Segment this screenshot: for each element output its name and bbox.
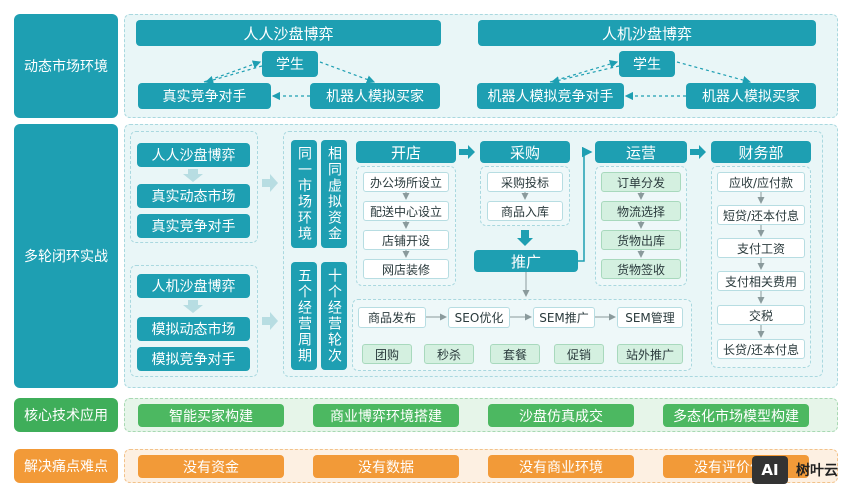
stage-finance-item-3: 支付工资 (717, 238, 805, 258)
vertical-five-cycles: 五个经营周期 (291, 262, 317, 370)
left-group-1-down-arrow (183, 169, 203, 182)
student-right: 学生 (619, 51, 675, 77)
top-right-title: 人机沙盘博弈 (478, 20, 816, 46)
promo-item-4: 促销 (554, 344, 604, 364)
stage-operation-item-4: 货物签收 (601, 259, 681, 279)
stage-operation-item-2: 物流选择 (601, 201, 681, 221)
left-group-1-item-2: 真实竞争对手 (137, 214, 250, 238)
core-tech-3: 沙盘仿真成交 (488, 404, 634, 427)
stage-purchase-item-2: 商品入库 (487, 201, 563, 221)
arrow-ops-to-finance (690, 145, 706, 159)
left-group-1-item-1: 真实动态市场 (137, 184, 250, 208)
arrow-open-to-purchase (459, 145, 475, 159)
promo-chain-2: SEO优化 (448, 307, 510, 328)
student-left: 学生 (262, 51, 318, 77)
arrow-promote-to-ops (578, 146, 593, 262)
band-label-pain: 解决痛点难点 (14, 449, 118, 483)
stage-operation-item-3: 货物出库 (601, 230, 681, 250)
core-tech-4: 多态化市场模型构建 (663, 404, 809, 427)
pain-2: 没有数据 (313, 455, 459, 478)
arrow-student-to-buyer-r (676, 61, 752, 85)
promo-item-1: 团购 (362, 344, 412, 364)
stage-purchase-item-1: 采购投标 (487, 172, 563, 192)
vertical-same-market: 同一市场环境 (291, 140, 317, 248)
arrow-student-to-robopp (550, 65, 620, 85)
promo-chain-1: 商品发布 (358, 307, 426, 328)
stage-purchase-title: 采购 (480, 141, 570, 163)
stage-open-item-1: 办公场所设立 (363, 172, 449, 192)
promo-item-2: 秒杀 (424, 344, 474, 364)
left-group-2-item-2: 模拟竞争对手 (137, 347, 250, 371)
left-group-2 (130, 265, 258, 377)
left-group-2-title: 人机沙盘博弈 (137, 274, 250, 298)
stage-finance-item-4: 支付相关费用 (717, 271, 805, 291)
stage-finance-item-1: 应收/应付款 (717, 172, 805, 192)
promo-chain-3: SEM推广 (533, 307, 595, 328)
stage-operation-title: 运营 (595, 141, 687, 163)
left-group-1 (130, 131, 258, 243)
band-label-core-tech: 核心技术应用 (14, 398, 118, 432)
arrow-student-to-buyer (319, 61, 376, 84)
arrow-purchase-to-promote (517, 230, 533, 246)
arrow-real-to-student (203, 60, 262, 83)
left-group-2-item-1: 模拟动态市场 (137, 317, 250, 341)
stage-open-title: 开店 (356, 141, 456, 163)
band-label-dynamic: 动态市场环境 (14, 14, 118, 118)
core-tech-1: 智能买家构建 (138, 404, 284, 427)
real-opponent: 真实竞争对手 (138, 83, 271, 109)
operations-frame (283, 131, 823, 377)
stage-promote: 推广 (474, 250, 578, 272)
left-group-1-right-arrow (262, 174, 278, 192)
promo-item-5: 站外推广 (617, 344, 683, 364)
pain-3: 没有商业环境 (488, 455, 634, 478)
stage-open-item-4: 网店装修 (363, 259, 449, 279)
robot-opponent: 机器人模拟竞争对手 (477, 83, 624, 109)
stage-finance-item-5: 交税 (717, 305, 805, 325)
left-group-2-right-arrow (262, 312, 278, 330)
watermark-text: 树叶云 (796, 463, 838, 479)
stage-open-item-3: 店铺开设 (363, 230, 449, 250)
pain-1: 没有资金 (138, 455, 284, 478)
promo-chain-4: SEM管理 (617, 307, 683, 328)
robot-buyer-left: 机器人模拟买家 (310, 83, 440, 109)
robot-buyer-right: 机器人模拟买家 (686, 83, 816, 109)
watermark-badge: AI (752, 456, 788, 484)
band-label-multi-round: 多轮闭环实战 (14, 124, 118, 388)
stage-finance-title: 财务部 (711, 141, 811, 163)
promo-item-3: 套餐 (490, 344, 540, 364)
stage-open-item-2: 配送中心设立 (363, 201, 449, 221)
vertical-same-funds: 相同虚拟资金 (321, 140, 347, 248)
stage-operation-item-1: 订单分发 (601, 172, 681, 192)
arrow-student-to-real (204, 65, 263, 85)
top-left-title: 人人沙盘博弈 (136, 20, 441, 46)
left-group-1-title: 人人沙盘博弈 (137, 143, 250, 167)
arrow-robopp-to-student (549, 60, 619, 83)
left-group-2-down-arrow (183, 300, 203, 313)
stage-finance-item-2: 短贷/还本付息 (717, 205, 805, 225)
stage-finance-item-6: 长贷/还本付息 (717, 339, 805, 359)
core-tech-2: 商业博弈环境搭建 (313, 404, 459, 427)
vertical-ten-rounds: 十个经营轮次 (321, 262, 347, 370)
